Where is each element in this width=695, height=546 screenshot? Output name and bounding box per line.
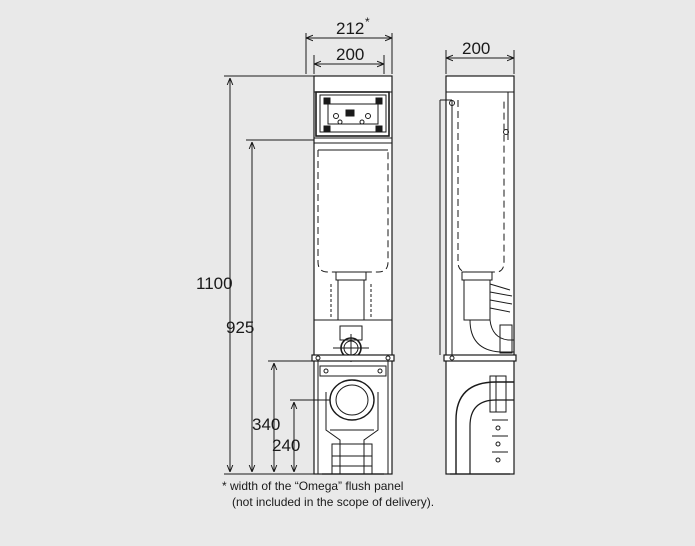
- dim-outlet-height-upper: 340: [252, 415, 280, 434]
- dim-outlet-height-lower: 240: [272, 436, 300, 455]
- front-view: [305, 33, 395, 475]
- footnote-line-2: (not included in the scope of delivery).: [232, 495, 435, 509]
- footnote-line-1: * width of the “Omega” flush panel: [222, 479, 404, 493]
- vertical-dimensions: [224, 75, 330, 475]
- side-view: [439, 50, 517, 475]
- dim-total-height: 1100: [196, 274, 233, 293]
- dim-side-depth: 200: [462, 39, 490, 58]
- footnote: * width of the “Omega” flush panel (not …: [222, 478, 434, 510]
- dim-front-overall-width: 212: [336, 19, 364, 38]
- dim-front-overall-width-marker: *: [365, 15, 370, 29]
- dim-flush-plate-height: 925: [226, 318, 254, 337]
- dim-front-frame-width: 200: [336, 45, 364, 64]
